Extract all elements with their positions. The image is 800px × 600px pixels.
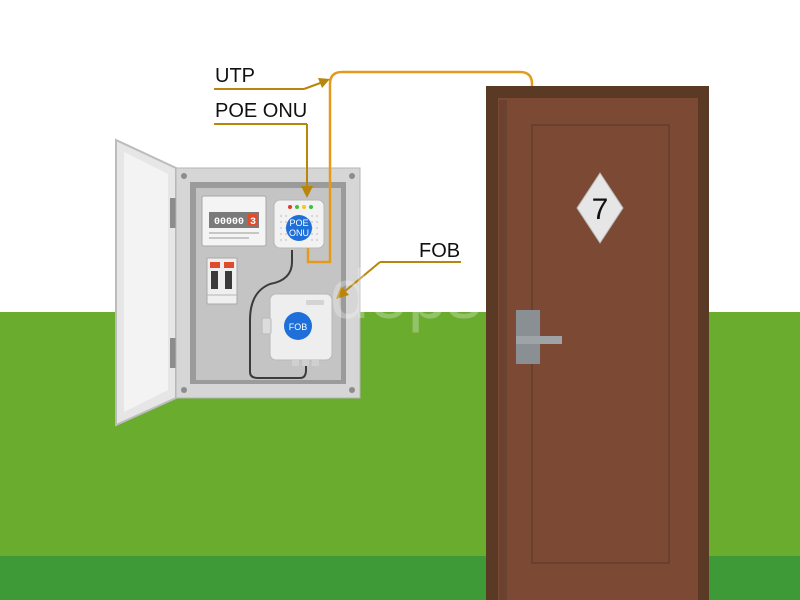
cabinet-hinge-bottom (170, 338, 177, 368)
fob-badge (284, 312, 312, 340)
room-number: 7 (592, 193, 609, 226)
callout-fob-arrowhead (336, 286, 349, 299)
label-utp: UTP (215, 65, 255, 87)
callout-fob: FOB (336, 240, 461, 299)
fob-clip (306, 300, 324, 305)
cabinet-door-panel (124, 152, 168, 412)
breaker-indicator (224, 262, 234, 268)
cabinet-screw (181, 387, 187, 393)
cabinet-hinge-top (170, 198, 177, 228)
onu-badge-line2: ONU (289, 228, 309, 238)
onu-badge-line1: POE (289, 218, 308, 228)
fob-fiber-box: FOB (261, 293, 333, 366)
onu-led-red (288, 205, 292, 209)
utp-cable (306, 70, 534, 264)
watermark: deps (330, 255, 482, 333)
meter-display (209, 212, 259, 228)
cabinet-screw (349, 387, 355, 393)
meter-line (209, 237, 249, 239)
fob-port (292, 360, 299, 366)
circuit-breaker (206, 257, 238, 305)
fob-port (302, 360, 309, 366)
breaker-housing (206, 257, 238, 305)
onu-led-yellow (302, 205, 306, 209)
meter-last-digit-bg (248, 214, 257, 226)
fiber-cable (249, 250, 307, 379)
callout-utp-pointer (303, 81, 324, 90)
fob-badge-text: FOB (289, 322, 308, 332)
onu-led-green (295, 205, 299, 209)
callout-poe-onu: POE ONU (214, 100, 313, 198)
entrance-door: 7 (486, 86, 709, 600)
cabinet-screw (349, 173, 355, 179)
meter-last-digit: 3 (250, 217, 256, 228)
meter-line (209, 232, 259, 234)
callout-poe-onu-arrowhead (301, 186, 313, 198)
callout-utp-arrowhead (318, 78, 330, 88)
energy-meter: 00000 3 (201, 195, 267, 247)
meter-digits: 00000 (214, 217, 244, 228)
room-number-plate (576, 172, 624, 244)
onu-led-green (309, 205, 313, 209)
poe-onu-device: POE ONU (273, 199, 325, 249)
breaker-switch (225, 271, 232, 289)
label-fob: FOB (419, 240, 460, 262)
door-handle-lever[interactable] (516, 336, 562, 344)
breaker-indicator (210, 262, 220, 268)
fob-latch (261, 317, 272, 335)
fob-port (312, 360, 319, 366)
wall-cabinet: 00000 3 (115, 138, 361, 427)
cabinet-screw (181, 173, 187, 179)
onu-badge (286, 215, 312, 241)
label-poe-onu: POE ONU (215, 100, 307, 122)
door-edge-shade (499, 100, 507, 600)
breaker-switch (211, 271, 218, 289)
callout-fob-pointer (343, 261, 381, 293)
callout-utp: UTP (214, 65, 330, 90)
